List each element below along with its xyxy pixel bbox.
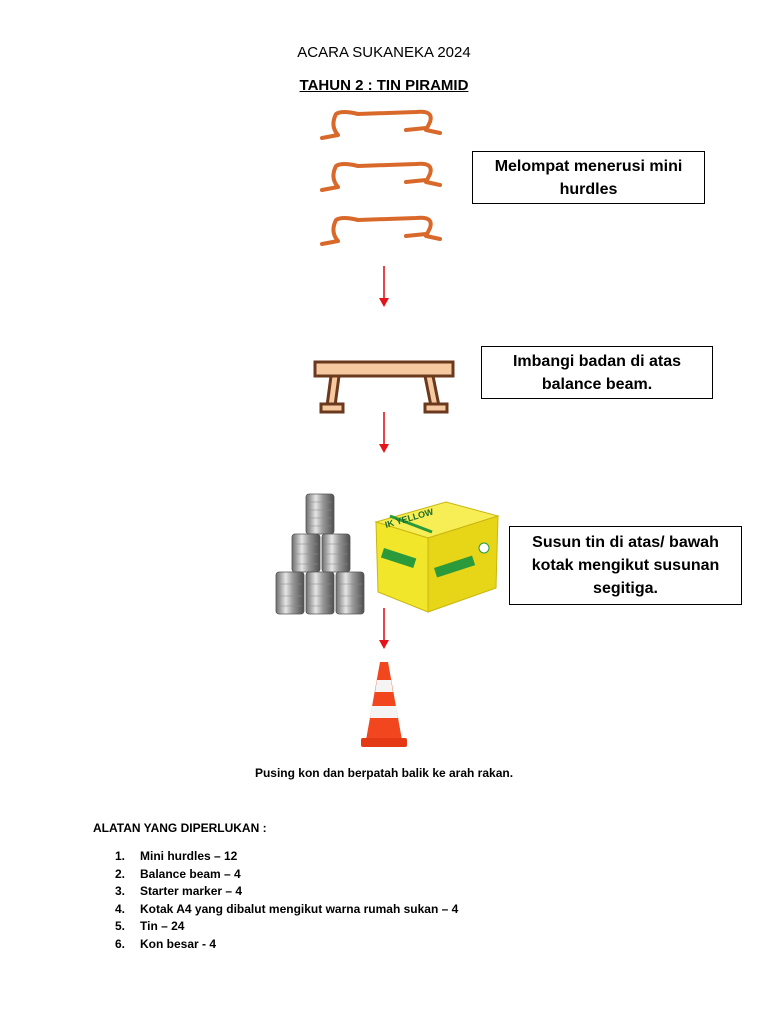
list-item: 5.Tin – 24 [115, 918, 458, 936]
station-box-balance-beam: Imbangi badan di atas balance beam. [481, 346, 713, 399]
balance-beam-illustration [313, 360, 455, 414]
hurdle-1 [322, 112, 440, 138]
list-item: 1.Mini hurdles – 12 [115, 848, 458, 866]
arrow-down-icon [378, 266, 390, 308]
list-item: 4.Kotak A4 yang dibalut mengikut warna r… [115, 901, 458, 919]
station-box-tin-stacking: Susun tin di atas/ bawah kotak mengikut … [509, 526, 742, 605]
mini-hurdles-illustration [318, 108, 448, 253]
arrow-down-icon [378, 412, 390, 454]
equipment-heading: ALATAN YANG DIPERLUKAN : [93, 821, 267, 835]
list-item: 2.Balance beam – 4 [115, 866, 458, 884]
hurdle-3 [322, 218, 440, 244]
arrow-down-icon [378, 608, 390, 650]
a4-paper-box-illustration: IK YELLOW [372, 498, 502, 616]
traffic-cone-icon [360, 660, 408, 750]
page-title: ACARA SUKANEKA 2024 [0, 44, 768, 61]
tin-pyramid-illustration [268, 492, 372, 616]
page-subtitle: TAHUN 2 : TIN PIRAMID [0, 77, 768, 94]
station-box-hurdles: Melompat menerusi mini hurdles [472, 151, 705, 204]
hurdle-2 [322, 164, 440, 190]
list-item: 3.Starter marker – 4 [115, 883, 458, 901]
list-item: 6.Kon besar - 4 [115, 936, 458, 954]
equipment-list: 1.Mini hurdles – 12 2.Balance beam – 4 3… [115, 848, 458, 954]
cone-caption: Pusing kon dan berpatah balik ke arah ra… [0, 766, 768, 780]
